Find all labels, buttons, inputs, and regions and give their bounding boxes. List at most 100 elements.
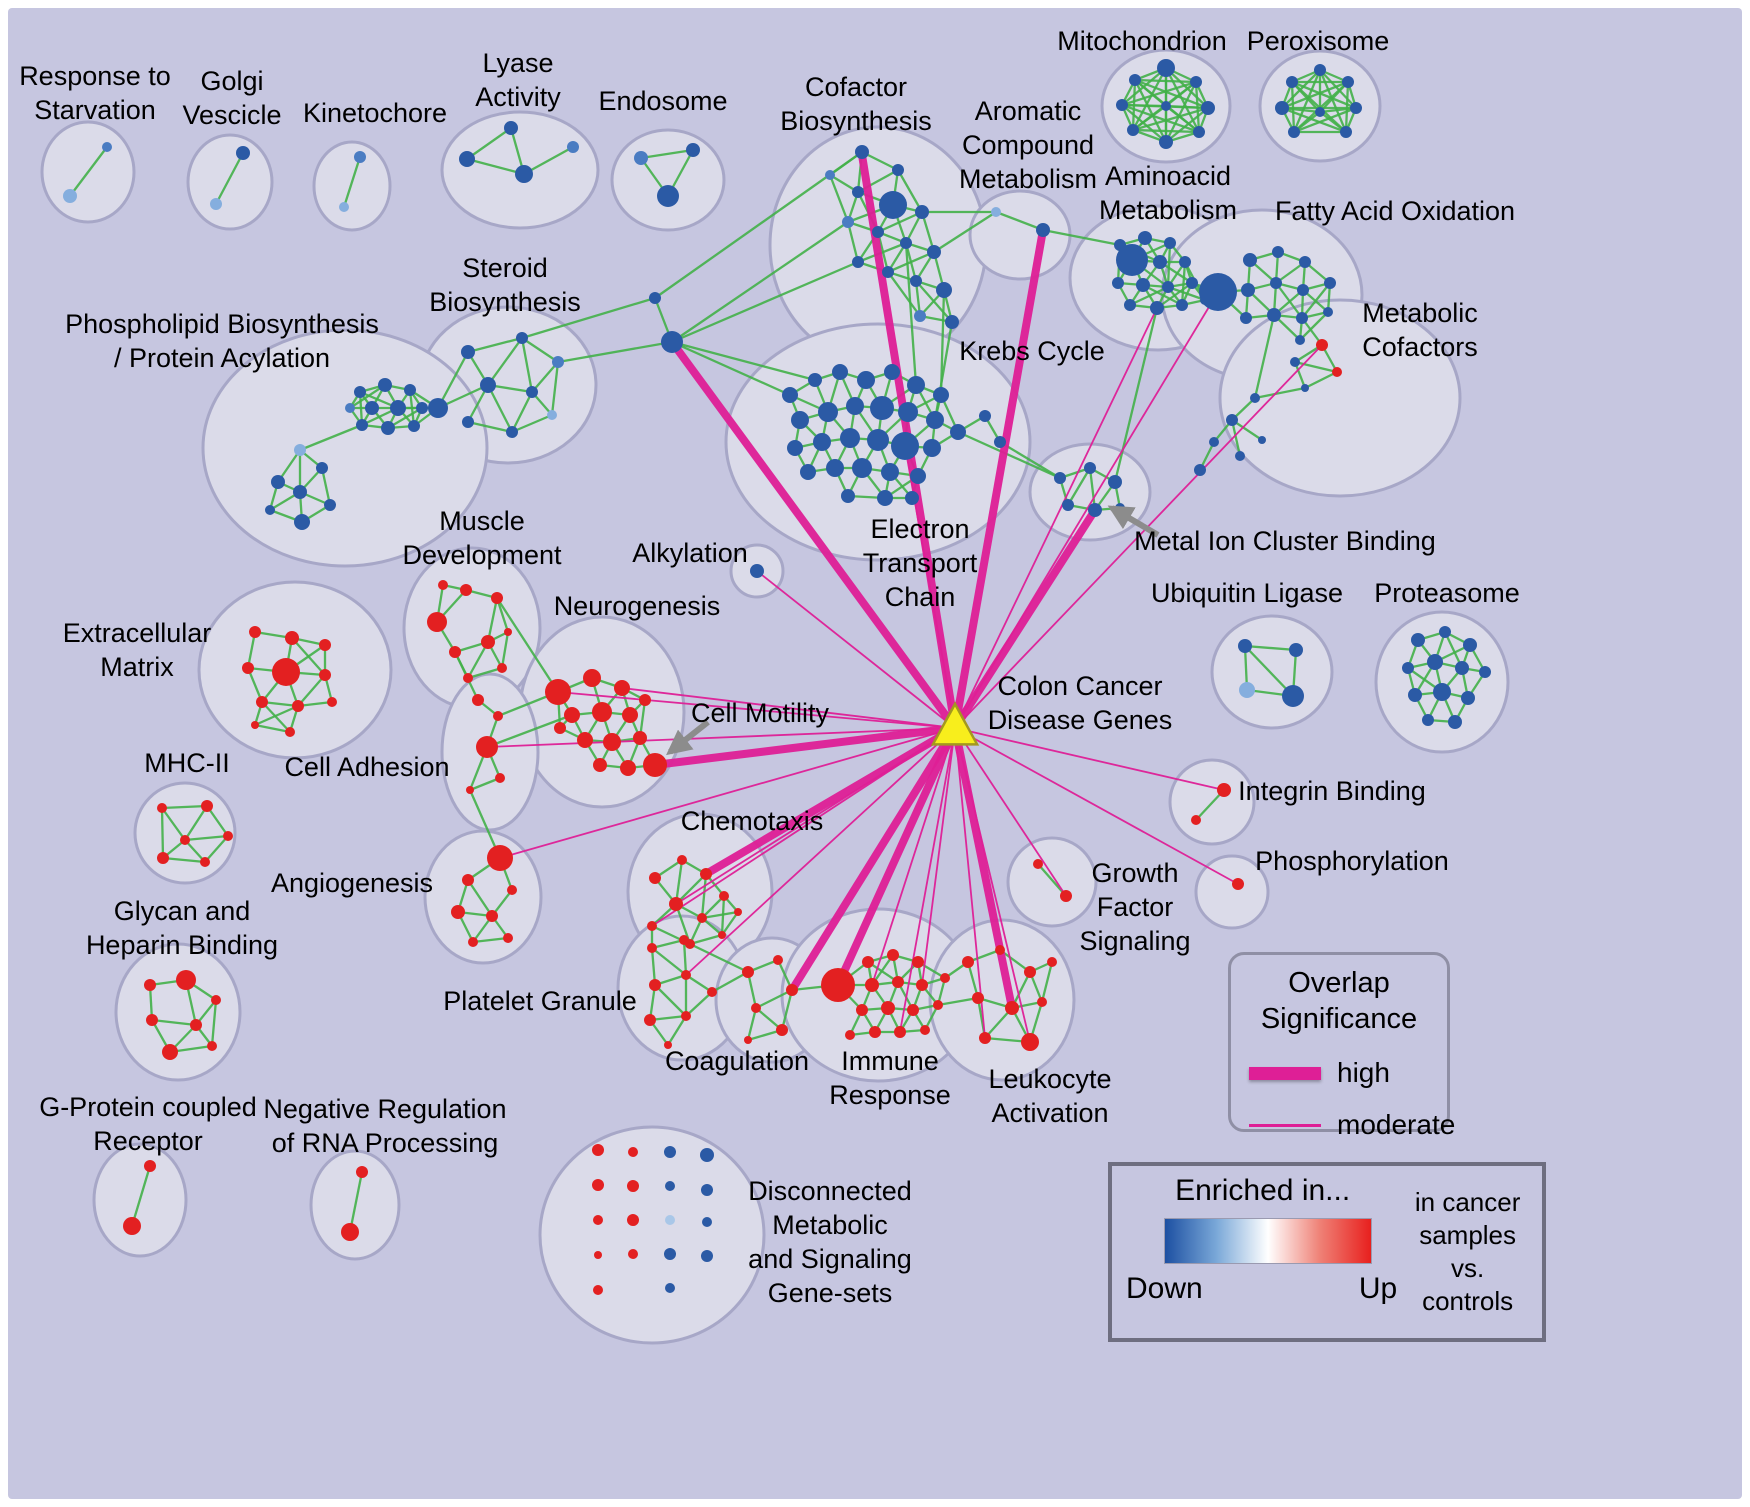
muscle-development-node [427, 612, 447, 632]
krebs-etc-node [884, 364, 900, 380]
response-starvation-node [63, 189, 77, 203]
krebs-etc-node [926, 411, 944, 429]
gene-overlap-edge [523, 145, 574, 176]
disease-overlap-edge-moderate [954, 307, 1158, 729]
endosome-ellipse [610, 128, 726, 232]
fatty-acid-oxidation-node [1241, 283, 1255, 297]
proteasome-node [1408, 688, 1422, 702]
phospholipid-biosynthesis-node [294, 514, 310, 530]
neurogenesis-node [593, 758, 607, 772]
overlap-significance-legend: Overlap Significance high moderate [1228, 952, 1455, 1140]
coagulation-node [773, 955, 783, 965]
muscle-development-node [449, 646, 461, 658]
gene-overlap-edge [701, 895, 725, 919]
krebs-cycle-label: Krebs Cycle [959, 336, 1105, 366]
overlap-legend-title: Overlap Significance [1231, 965, 1447, 1037]
immune-response-node [916, 979, 928, 991]
gene-overlap-edge [1067, 467, 1091, 506]
cell-adhesion-node [495, 773, 505, 783]
gene-overlap-edge [1165, 107, 1209, 143]
peroxisome-label: Peroxisome [1247, 26, 1390, 56]
enrichment-legend-title: Enriched in... [1175, 1174, 1351, 1207]
chemotaxis-node [734, 908, 742, 916]
leukocyte-activation-node [995, 945, 1005, 955]
proteasome-node [1439, 626, 1451, 638]
kinetochore-node [339, 202, 349, 212]
gene-overlap-edge [904, 242, 918, 386]
muscle-development-node [504, 628, 512, 636]
gene-overlap-edge [1132, 105, 1167, 131]
gene-overlap-edge [1088, 467, 1097, 511]
disconnected-gene-sets-node [592, 1179, 604, 1191]
mhc-ii-node [180, 835, 190, 845]
gene-overlap-edge [557, 340, 673, 364]
g-protein-coupled-receptor-node [144, 1160, 156, 1172]
metabolic-cofactors-node [1332, 367, 1342, 377]
gene-overlap-edge [500, 631, 510, 669]
angiogenesis-node [462, 874, 474, 886]
gene-overlap-edge [720, 895, 726, 936]
gene-overlap-edge [1165, 81, 1197, 107]
enrichment-legend-scale: Enriched in... Down Up [1122, 1174, 1403, 1330]
disconnected-gene-sets-node [593, 1215, 603, 1225]
lyase-activity-node [504, 121, 518, 135]
gene-overlap-edge [1244, 645, 1294, 697]
immune-response-node [881, 1001, 895, 1015]
ubiquitin-ligase-node [1238, 639, 1252, 653]
krebs-etc-node [813, 433, 831, 451]
gene-overlap-edge [467, 336, 523, 354]
endosome-node [634, 151, 648, 165]
mitochondrion-node [1201, 101, 1215, 115]
peroxisome-node [1340, 126, 1352, 138]
gene-overlap-edge [1253, 314, 1276, 399]
steroid-biosynthesis-node [461, 345, 475, 359]
disease-overlap-edge-moderate [557, 691, 956, 729]
cofactor-biosynthesis-node [915, 205, 929, 219]
chemotaxis-node [649, 872, 661, 884]
gene-overlap-edge [161, 804, 208, 810]
ubiquitin-ligase-node [1289, 643, 1303, 657]
metal-ion-cluster-binding-node [1088, 503, 1102, 517]
gene-overlap-edge [467, 666, 503, 680]
neurogenesis-node [554, 722, 566, 734]
metal-ion-cluster-binding-ellipse [1028, 442, 1152, 542]
gene-overlap-edge [1121, 103, 1200, 134]
platelet-granule-node [679, 935, 689, 945]
gene-overlap-edge [1129, 285, 1169, 307]
neurogenesis-node [603, 733, 621, 751]
neurogenesis-node [633, 731, 647, 745]
gene-overlap-edge [511, 413, 553, 434]
phospholipid-biosynthesis-node [390, 400, 406, 416]
gene-overlap-edge [210, 999, 218, 1047]
neurogenesis-node [620, 760, 636, 776]
gene-overlap-edge [1113, 307, 1159, 483]
cofactor-biosynthesis-node [914, 310, 926, 322]
disconnected-gene-sets-node [592, 1144, 604, 1156]
extracellular-matrix-node [285, 631, 299, 645]
gene-overlap-edge [1164, 67, 1201, 133]
krebs-etc-node [782, 387, 798, 403]
metabolic-cofactors-node [1235, 451, 1245, 461]
gene-overlap-edge [1165, 104, 1209, 110]
chemotaxis-node [718, 931, 726, 939]
coagulation-node [776, 1024, 788, 1036]
fatty-acid-oxidation-node [1270, 277, 1282, 289]
krebs-etc-node [881, 463, 899, 481]
integrin-binding-node [1217, 783, 1231, 797]
proteasome-node [1448, 715, 1462, 729]
disconnected-gene-sets-node [628, 1249, 638, 1259]
gene-overlap-edge [1230, 419, 1242, 457]
phosphorylation-ellipse [1194, 854, 1270, 930]
platelet-granule-node [707, 987, 717, 997]
enrichment-note-line2: samples [1419, 1220, 1517, 1250]
leukocyte-activation-node [962, 956, 974, 968]
gene-overlap-edge [510, 391, 534, 433]
integrin-binding-label: Integrin Binding [1238, 776, 1426, 806]
gene-overlap-edge [651, 947, 687, 976]
ubiquitin-ligase-label: Ubiquitin Ligase [1151, 578, 1343, 608]
